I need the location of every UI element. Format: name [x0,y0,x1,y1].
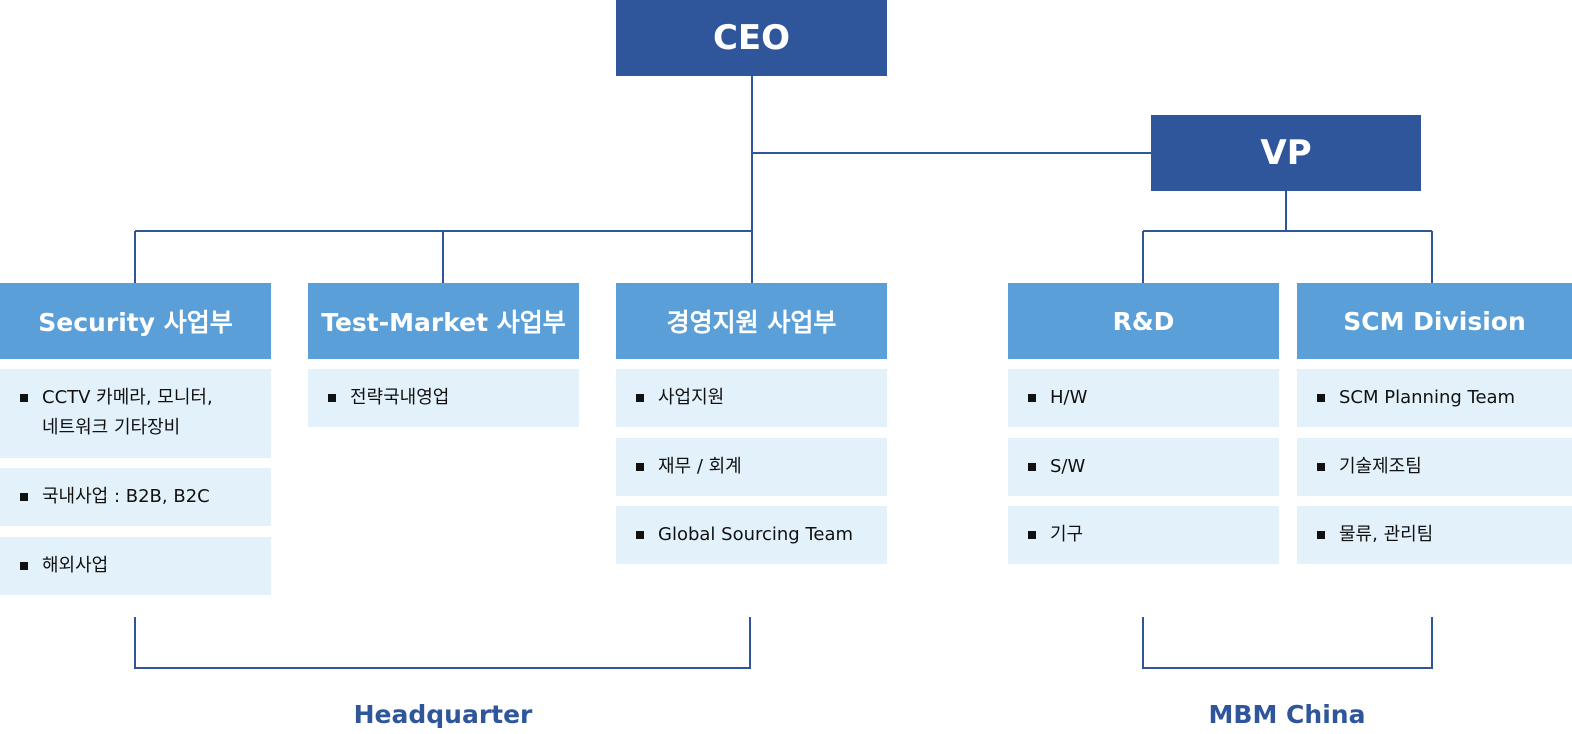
bullet-icon [20,394,28,402]
vp-label: VP [1260,133,1312,173]
ceo-label: CEO [712,18,791,58]
bullet-icon [1028,394,1036,402]
item-label: CCTV 카메라, 모니터, 네트워크 기타장비 [42,387,213,438]
bullet-icon [1317,463,1325,471]
list-item: SCM Planning Team [1297,369,1572,427]
division-rnd: R&D [1008,283,1279,359]
list-item: S/W [1008,438,1279,496]
bullet-icon [636,531,644,539]
list-item: 전략국내영업 [308,369,579,427]
vp-box: VP [1151,115,1421,191]
item-label: H/W [1050,387,1088,408]
division-test-market-title: Test-Market 사업부 [321,308,566,337]
item-label: 재무 / 회계 [658,456,742,477]
list-item: 기술제조팀 [1297,438,1572,496]
list-item: 해외사업 [0,537,271,595]
list-item: 물류, 관리팀 [1297,506,1572,564]
item-label: S/W [1050,456,1086,477]
division-security: Security 사업부 [0,283,271,359]
bullet-icon [1028,463,1036,471]
china-bracket [1142,617,1433,669]
bullet-icon [636,463,644,471]
bullet-icon [1028,531,1036,539]
item-label: SCM Planning Team [1339,387,1516,408]
item-label: 사업지원 [658,387,725,408]
list-item: 재무 / 회계 [616,438,887,496]
division-scm: SCM Division [1297,283,1572,359]
bullet-icon [1317,531,1325,539]
bullet-icon [636,394,644,402]
bullet-icon [328,394,336,402]
ceo-box: CEO [616,0,887,76]
item-label: Global Sourcing Team [658,524,854,545]
division-scm-title: SCM Division [1343,306,1526,336]
division-security-title: Security 사업부 [38,308,233,337]
list-item: 기구 [1008,506,1279,564]
division-management-title: 경영지원 사업부 [666,308,837,337]
division-test-market: Test-Market 사업부 [308,283,579,359]
bullet-icon [20,493,28,501]
group-label-headquarter: Headquarter [353,700,533,729]
item-label: 전략국내영업 [350,387,450,408]
item-label: 해외사업 [42,555,109,576]
item-label: 물류, 관리팀 [1339,524,1434,545]
list-item: Global Sourcing Team [616,506,887,564]
item-label: 기술제조팀 [1339,456,1422,477]
bullet-icon [20,562,28,570]
list-item: H/W [1008,369,1279,427]
bullet-icon [1317,394,1325,402]
division-rnd-title: R&D [1112,306,1175,336]
list-item: 사업지원 [616,369,887,427]
item-label: 기구 [1050,524,1084,545]
list-item: 국내사업 : B2B, B2C [0,468,271,526]
list-item: CCTV 카메라, 모니터, 네트워크 기타장비 [0,369,271,458]
division-management: 경영지원 사업부 [616,283,887,359]
headquarter-bracket [134,617,751,669]
group-label-china: MBM China [1208,700,1366,729]
item-label: 국내사업 : B2B, B2C [42,486,210,507]
